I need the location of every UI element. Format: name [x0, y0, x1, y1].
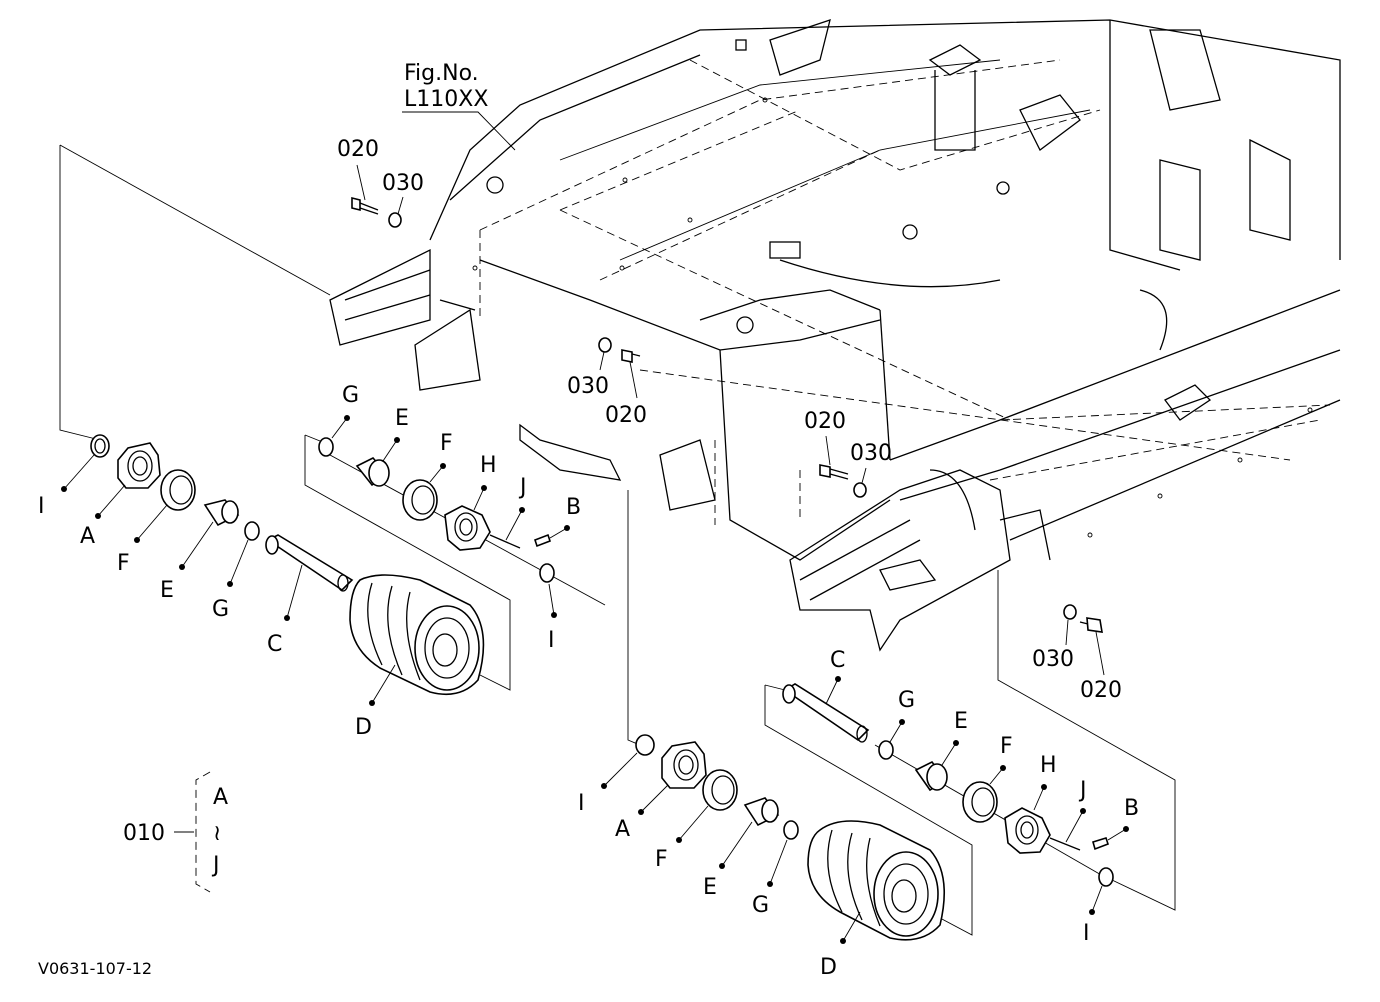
label-washer-030-c: 030 — [850, 441, 892, 466]
part-C-shaft — [265, 534, 354, 592]
label-washer-030-a: 030 — [382, 171, 424, 196]
part-E-bushing-r2 — [914, 760, 948, 792]
part-G-ring-r — [783, 820, 799, 840]
label-E-left-2: E — [395, 406, 409, 431]
label-J-left: J — [518, 475, 527, 500]
fasteners-mid: 030 020 — [567, 337, 647, 428]
part-J-pin-r — [1049, 837, 1081, 851]
label-washer-030-b: 030 — [567, 374, 609, 399]
part-F-seal — [160, 469, 196, 511]
label-B-left: B — [566, 495, 581, 520]
label-F-right-2: F — [1000, 734, 1013, 759]
part-I-ring-r — [635, 734, 655, 756]
label-C-right: C — [830, 648, 845, 673]
label-F-left-1: F — [117, 551, 130, 576]
label-washer-030-d: 030 — [1032, 647, 1074, 672]
part-D-roller-r — [807, 820, 945, 941]
hidden-lines — [479, 59, 1331, 525]
part-F-seal-r — [702, 769, 738, 811]
part-E-bushing — [203, 499, 240, 527]
label-C-left: C — [267, 632, 282, 657]
label-G-right-2: G — [898, 688, 915, 713]
part-I-ring-r2 — [1098, 867, 1114, 887]
label-H-right: H — [1040, 753, 1057, 778]
part-F-seal-r2 — [962, 781, 998, 823]
part-I-ring — [90, 434, 110, 458]
track-frame-outline — [329, 19, 1341, 652]
label-bolt-020-c: 020 — [804, 409, 846, 434]
part-A-bearing — [117, 442, 161, 489]
fig-ref-line2: L110XX — [404, 87, 488, 112]
label-D-right: D — [820, 955, 837, 980]
part-G-ring — [244, 521, 260, 541]
label-I-right-2: I — [1083, 921, 1090, 946]
figure-reference: Fig.No. L110XX — [402, 61, 516, 151]
fig-ref-line1: Fig.No. — [404, 61, 479, 86]
part-F-seal-b — [402, 479, 438, 521]
group-range-end: J — [211, 853, 220, 878]
label-B-right: B — [1124, 796, 1139, 821]
roller-assembly-right: I A F E G D C G E F H J B I — [578, 490, 1176, 980]
group-range-separator: ≀ — [213, 821, 221, 846]
part-H-collar — [444, 505, 491, 551]
label-A-right: A — [615, 817, 630, 842]
part-B-pin-r — [1092, 837, 1110, 851]
fasteners-right-lower: 030 020 — [1032, 604, 1122, 703]
part-E-bushing-b — [355, 457, 390, 487]
label-bolt-020-a: 020 — [337, 137, 379, 162]
part-J-pin — [489, 534, 521, 549]
label-F-right-1: F — [655, 847, 668, 872]
group-label-010: 010 A ≀ J — [123, 771, 228, 893]
label-E-right-1: E — [703, 875, 717, 900]
part-H-collar-r — [1004, 807, 1051, 854]
label-bolt-020-b: 020 — [605, 403, 647, 428]
label-F-left-2: F — [440, 431, 453, 456]
label-G-left-2: G — [342, 383, 359, 408]
part-I-ring-b — [539, 563, 555, 583]
label-G-right-1: G — [752, 893, 769, 918]
part-A-bearing-r — [661, 741, 707, 789]
label-A-left: A — [80, 524, 95, 549]
fasteners-right-upper: 020 030 — [804, 409, 892, 498]
roller-assembly-left: I A F E G C D G E F H J B I — [38, 144, 606, 740]
group-code: 010 — [123, 821, 165, 846]
part-D-roller — [349, 574, 485, 696]
label-E-left-1: E — [160, 578, 174, 603]
part-G-ring-b — [318, 437, 334, 457]
drawing-code: V0631-107-12 — [38, 959, 152, 978]
label-I-right-1: I — [578, 791, 585, 816]
label-I-left-1: I — [38, 494, 45, 519]
label-I-left-2: I — [548, 628, 555, 653]
label-E-right-2: E — [954, 709, 968, 734]
label-H-left: H — [480, 453, 497, 478]
fasteners-top-left: 020 030 — [337, 137, 424, 228]
part-E-bushing-r — [743, 797, 780, 827]
label-G-left-1: G — [212, 597, 229, 622]
part-G-ring-r2 — [878, 740, 894, 760]
label-bolt-020-d: 020 — [1080, 678, 1122, 703]
group-range-start: A — [213, 785, 228, 810]
part-C-shaft-r — [782, 683, 870, 743]
part-B-pin — [533, 533, 552, 548]
label-J-right: J — [1078, 778, 1087, 803]
label-D-left: D — [355, 715, 372, 740]
